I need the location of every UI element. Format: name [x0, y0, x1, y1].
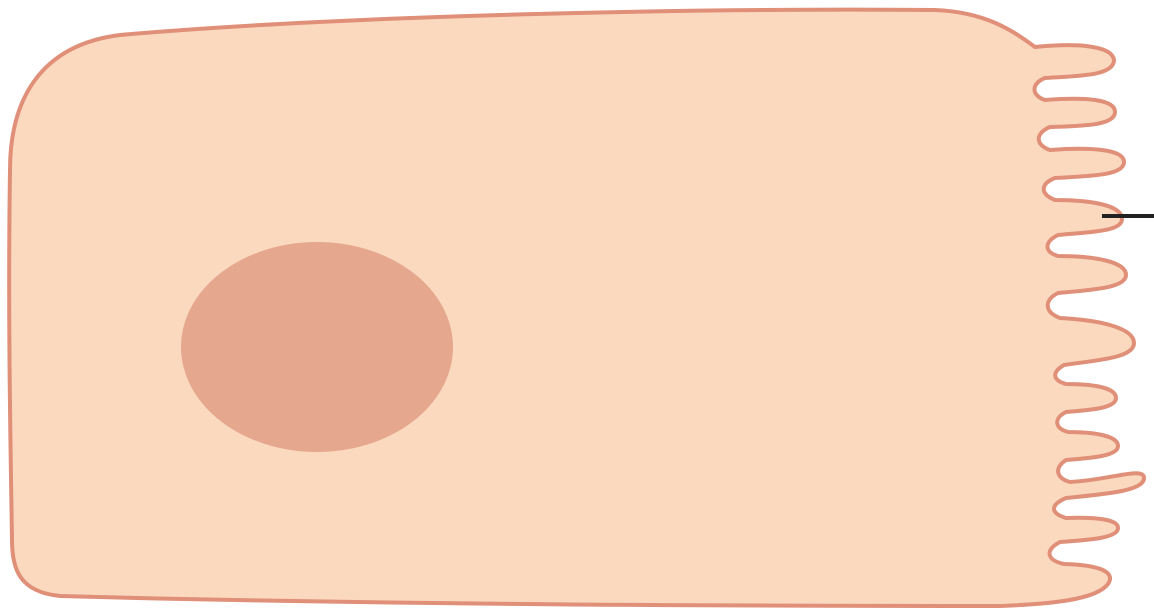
- cell-body-with-microvilli: [9, 10, 1144, 606]
- nucleus: [181, 242, 453, 452]
